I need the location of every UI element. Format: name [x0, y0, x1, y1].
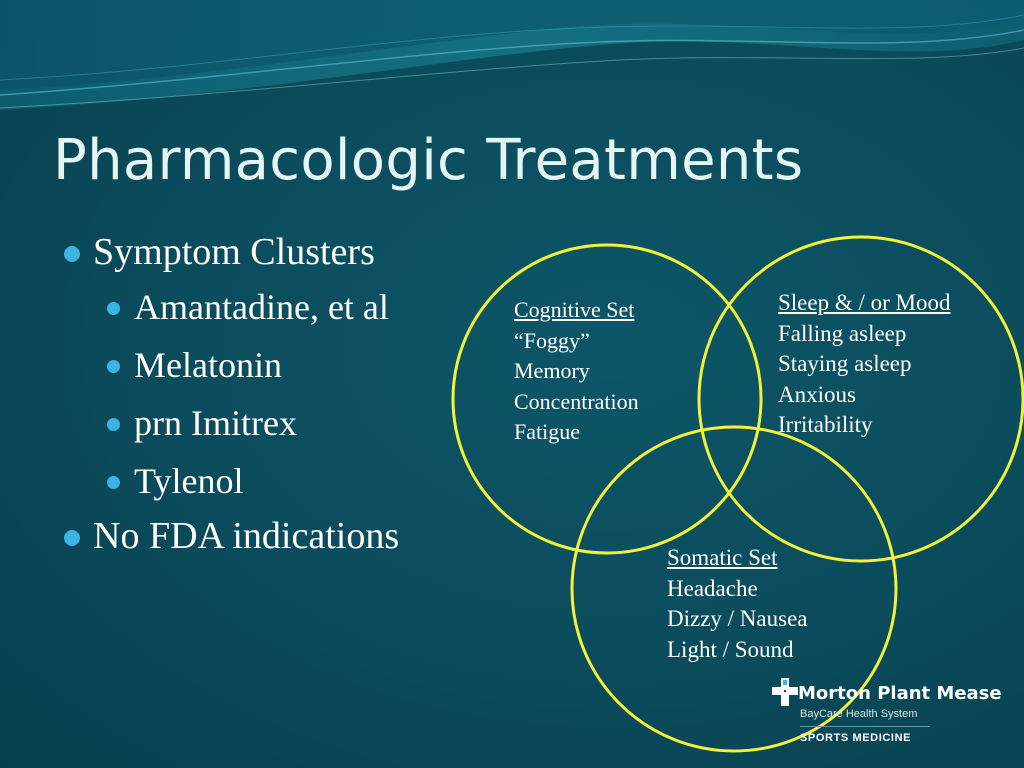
cognitive-set-heading: Cognitive Set [514, 297, 635, 322]
bullet-text: Melatonin [134, 345, 282, 385]
cognitive-item: “Foggy” [514, 327, 590, 353]
sleep-item: Staying asleep [778, 351, 912, 376]
bullet-text: Symptom Clusters [93, 231, 375, 273]
sleep-item: Irritability [778, 412, 873, 437]
bullet-dot-icon [64, 246, 80, 262]
bullet-dot-icon [64, 530, 80, 546]
somatic-set-heading: Somatic Set [667, 545, 778, 570]
bullet-dot-icon [107, 418, 120, 431]
cognitive-item: Fatigue [514, 419, 580, 444]
sleep-item: Anxious [778, 381, 856, 407]
bullet-text: No FDA indications [93, 515, 400, 557]
logo-subtitle: BayCare Health System [800, 708, 918, 720]
sleep-set-heading: Sleep & / or Mood [778, 290, 951, 315]
sleep-set-label: Sleep & / or Mood Falling asleep Staying… [778, 288, 951, 441]
sub-bullet-item: Tylenol [60, 452, 399, 510]
cognitive-item: Memory [514, 358, 590, 383]
bullet-list: Symptom Clusters Amantadine, et al Melat… [60, 226, 399, 562]
logo-divider [800, 726, 930, 727]
bullet-text: prn Imitrex [134, 403, 297, 443]
cross-logo-icon [772, 678, 798, 706]
bullet-dot-icon [107, 302, 120, 315]
somatic-item: Light / Sound [667, 636, 794, 662]
cognitive-set-label: Cognitive Set “Foggy” Memory Concentrati… [514, 295, 639, 448]
bullet-text: Amantadine, et al [134, 287, 389, 327]
morton-plant-mease-logo: Morton Plant Mease BayCare Health System… [772, 675, 1012, 755]
somatic-item: Dizzy / Nausea [667, 606, 808, 631]
bullet-dot-icon [107, 360, 120, 373]
header-wave-decoration [0, 0, 1024, 110]
logo-name: Morton Plant Mease [798, 683, 1002, 704]
logo-department: SPORTS MEDICINE [800, 732, 912, 744]
sub-bullet-item: Melatonin [60, 336, 399, 394]
bullet-dot-icon [107, 476, 120, 489]
sub-bullet-item: prn Imitrex [60, 394, 399, 452]
cognitive-item: Concentration [514, 388, 639, 414]
sleep-item: Falling asleep [778, 320, 907, 346]
slide-title: Pharmacologic Treatments [53, 128, 804, 193]
bullet-item: No FDA indications [60, 510, 399, 562]
bullet-text: Tylenol [134, 461, 244, 501]
somatic-set-label: Somatic Set Headache Dizzy / Nausea Ligh… [667, 543, 808, 665]
sub-bullet-item: Amantadine, et al [60, 278, 399, 336]
bullet-item: Symptom Clusters [60, 226, 399, 278]
somatic-item: Headache [667, 575, 758, 601]
